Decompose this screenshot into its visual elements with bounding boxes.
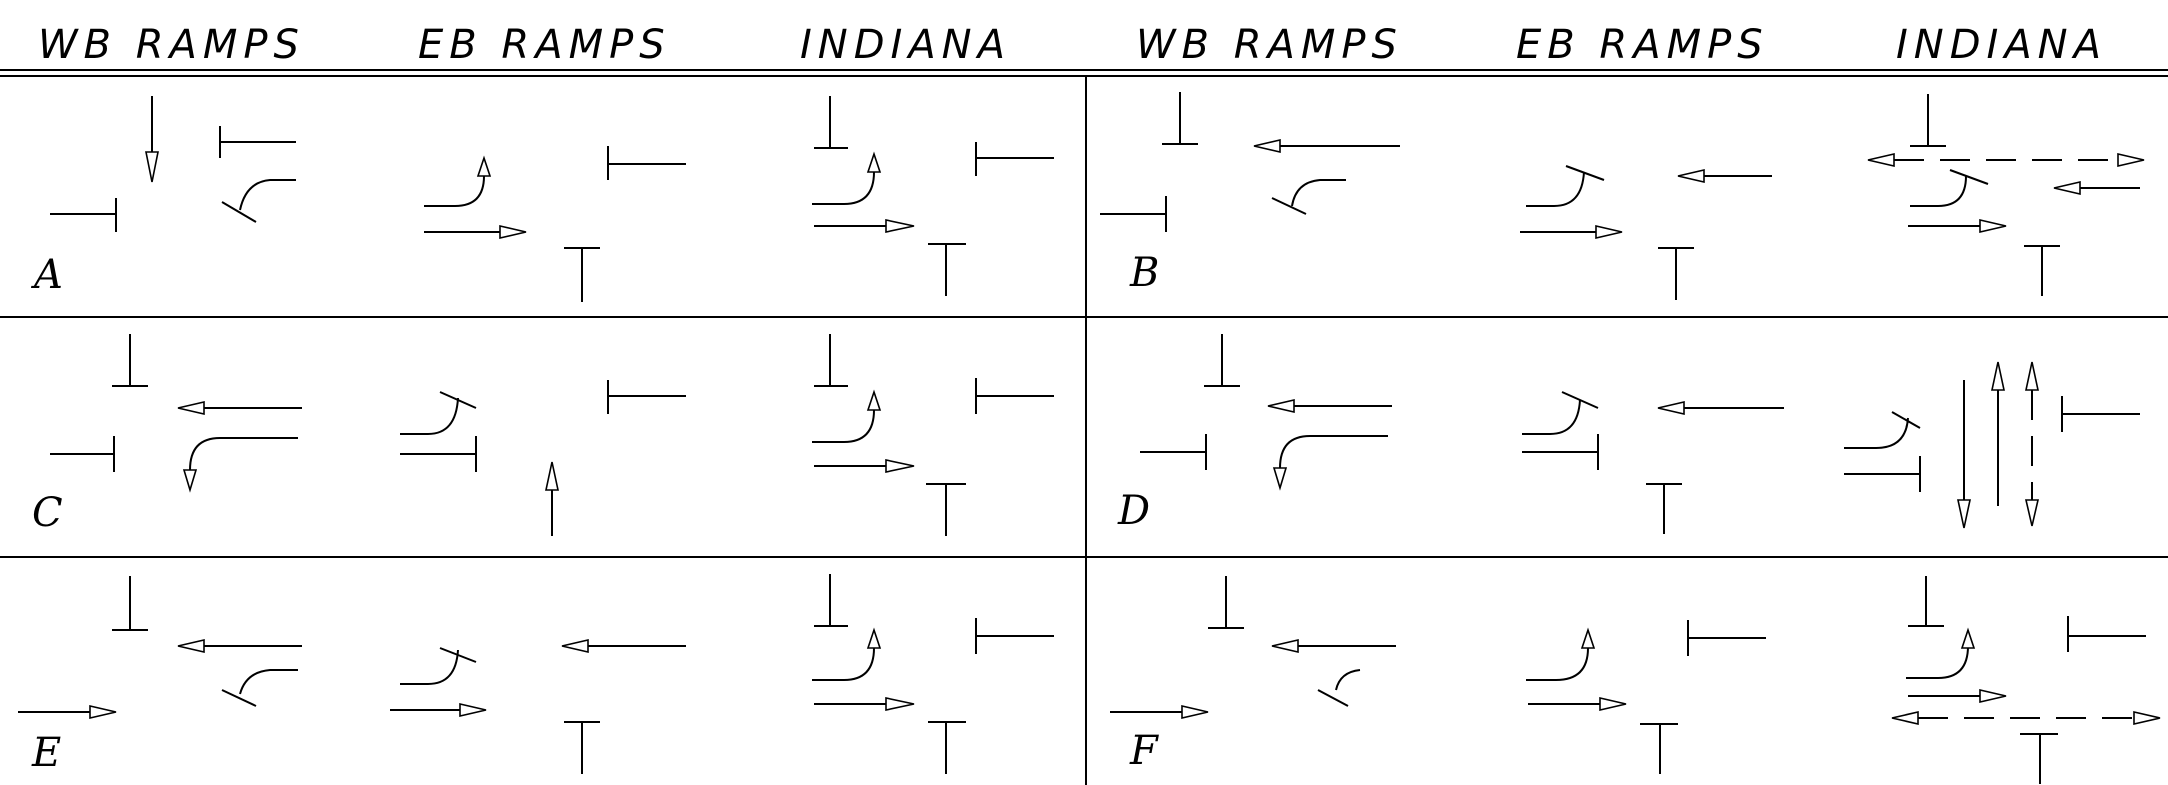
phase-label-c: C (32, 490, 63, 536)
left-turn-arrow (812, 638, 875, 681)
header-eb-ramps-right: EB RAMPS (1516, 22, 1769, 68)
eastbound-arrow-head (89, 704, 117, 720)
phase-b-eb-ramps (1520, 165, 1772, 300)
left-turn-arrow (812, 398, 875, 443)
right-turn-curve (1335, 669, 1361, 691)
eastbound-arrow-head (885, 697, 915, 711)
stop-bar (439, 391, 477, 409)
eastbound-arrow-head (1979, 688, 2007, 704)
phase-b-indiana (1867, 94, 2145, 296)
left-turn-arrow-head (1580, 627, 1596, 649)
phase-label-e: E (31, 730, 61, 776)
left-turn-curve (1526, 171, 1585, 207)
westbound-arrow-head (1677, 168, 1705, 184)
pedestrian-arrow-head-up (2025, 361, 2039, 391)
left-turn-curve (400, 649, 459, 685)
westbound-arrow-head (1271, 638, 1299, 654)
southbound-arrow-head (145, 151, 159, 183)
phase-b-wb-ramps (1100, 92, 1400, 232)
phase-a-eb-ramps (424, 146, 686, 302)
eastbound-arrow-head (499, 224, 527, 240)
right-turn-curve (239, 669, 298, 695)
right-turn-curve (1291, 179, 1346, 207)
phase-c-indiana (812, 334, 1054, 536)
left-turn-arrow (1906, 640, 1969, 679)
phase-e-eb-ramps (390, 638, 686, 774)
left-turn-arrow-head (1960, 627, 1976, 649)
left-turn-arrow-head (866, 389, 882, 411)
left-turn-arrow (189, 437, 298, 472)
pedestrian-arrow-head-left (1867, 152, 1895, 168)
phase-f-wb-ramps (1110, 576, 1396, 720)
eastbound-arrow-head (1599, 696, 1627, 712)
eastbound-arrow-head (1595, 224, 1623, 240)
stop-bar (1565, 165, 1605, 181)
left-turn-arrow-head (866, 151, 882, 173)
left-turn-arrow (812, 160, 875, 205)
left-turn-arrow (1279, 435, 1388, 470)
northbound-arrow-head (545, 461, 559, 491)
westbound-arrow-head (177, 400, 205, 416)
pedestrian-arrow-head-down (2024, 499, 2040, 527)
phase-label-b: B (1129, 250, 1159, 296)
phase-d-eb-ramps (1522, 391, 1784, 534)
westbound-arrow-head (1253, 138, 1281, 154)
left-turn-curve (1844, 417, 1909, 449)
table-grid (0, 69, 2168, 785)
pedestrian-arrow-head-right (2133, 710, 2161, 726)
eastbound-arrow-head (885, 459, 915, 473)
pedestrian-arrow-head-left (1891, 710, 1919, 726)
phase-e-wb-ramps (18, 576, 302, 720)
westbound-arrow-head (177, 638, 205, 654)
left-turn-arrow (424, 162, 485, 207)
westbound-arrow-head (1267, 398, 1295, 414)
right-turn-curve (239, 179, 296, 211)
phase-e-indiana (812, 574, 1054, 774)
header-wb-ramps-left: WB RAMPS (38, 22, 305, 68)
phase-f-indiana (1891, 576, 2161, 784)
header-wb-ramps-right: WB RAMPS (1136, 22, 1403, 68)
header-eb-ramps-left: EB RAMPS (418, 22, 671, 68)
phase-d-indiana (1844, 361, 2140, 529)
phase-f-eb-ramps (1526, 620, 1766, 774)
stop-bar (1271, 197, 1307, 215)
stop-bar (1317, 689, 1349, 707)
stop-bar (221, 689, 257, 707)
phase-c-wb-ramps (50, 334, 302, 493)
left-turn-curve (400, 397, 459, 435)
header-indiana-right: INDIANA (1896, 22, 2107, 68)
left-turn-curve (1522, 399, 1581, 435)
left-turn-arrow-head (866, 627, 882, 649)
southbound-arrow-head (1957, 499, 1971, 529)
left-turn-arrow-head (1272, 467, 1288, 491)
left-turn-curve (1910, 175, 1967, 207)
left-turn-arrow (1526, 640, 1589, 681)
eastbound-arrow-head (885, 219, 915, 233)
phase-d-wb-ramps (1140, 334, 1392, 491)
phase-label-f: F (1129, 728, 1159, 774)
stop-bar (439, 647, 477, 663)
westbound-arrow-head (2053, 180, 2081, 196)
eastbound-arrow-head (1979, 218, 2007, 234)
stop-bar (221, 201, 257, 223)
pedestrian-arrow-head-right (2117, 152, 2145, 168)
header-indiana-left: INDIANA (800, 22, 1011, 68)
westbound-arrow-head (1657, 400, 1685, 416)
phase-label-a: A (30, 252, 63, 298)
phase-c-eb-ramps (400, 380, 686, 536)
westbound-arrow-head (561, 638, 589, 654)
left-turn-arrow-head (476, 155, 492, 177)
northbound-arrow-head (1991, 361, 2005, 391)
left-turn-arrow-head (182, 469, 198, 493)
phase-a-wb-ramps (50, 96, 296, 232)
stop-bar (1561, 391, 1599, 409)
eastbound-arrow-head (1181, 704, 1209, 720)
eastbound-arrow-head (459, 702, 487, 718)
phase-a-indiana (812, 96, 1054, 296)
phase-label-d: D (1117, 488, 1150, 534)
stop-bar (1949, 169, 1989, 185)
stop-bar (1891, 411, 1921, 429)
